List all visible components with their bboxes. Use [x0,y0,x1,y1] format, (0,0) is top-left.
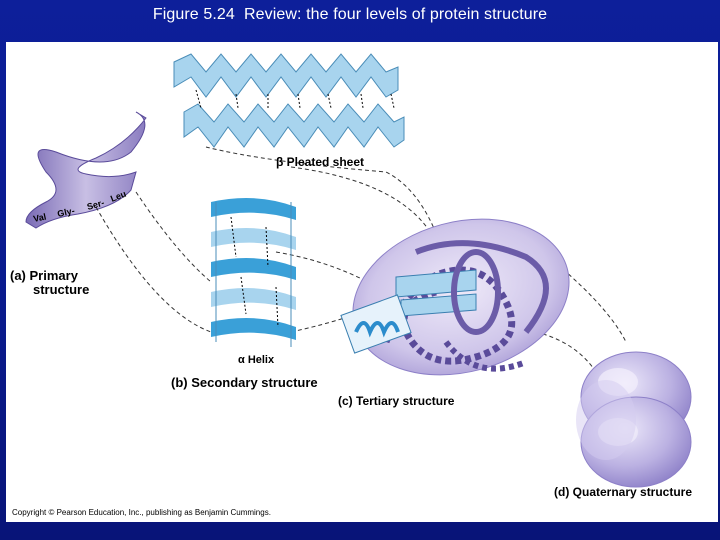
label-quaternary: (d) Quaternary structure [554,485,693,499]
copyright-text: Copyright © Pearson Education, Inc., pub… [12,508,271,517]
residue-val: Val [32,211,47,223]
residue-ser: Ser- [86,197,106,211]
alpha-helix [211,198,296,347]
label-alpha-helix: α Helix [238,354,275,366]
primary-ribbon [25,111,147,229]
label-tertiary: (c) Tertiary structure [338,394,455,408]
label-beta-sheet: β Pleated sheet [276,155,365,169]
label-primary-b: structure [33,282,90,297]
figure-panel: Val Gly- Ser- Leu (a) Primary structure … [6,42,718,522]
protein-structure-diagram: Val Gly- Ser- Leu [25,53,692,488]
label-secondary: (b) Secondary structure [171,375,318,390]
slide-title: Figure 5.24 Review: the four levels of p… [152,6,548,23]
quaternary-structure [576,351,692,488]
tertiary-structure [340,218,570,376]
label-primary-a: (a) Primary [10,268,78,283]
beta-sheet [173,53,405,148]
residue-gly: Gly- [56,206,75,219]
